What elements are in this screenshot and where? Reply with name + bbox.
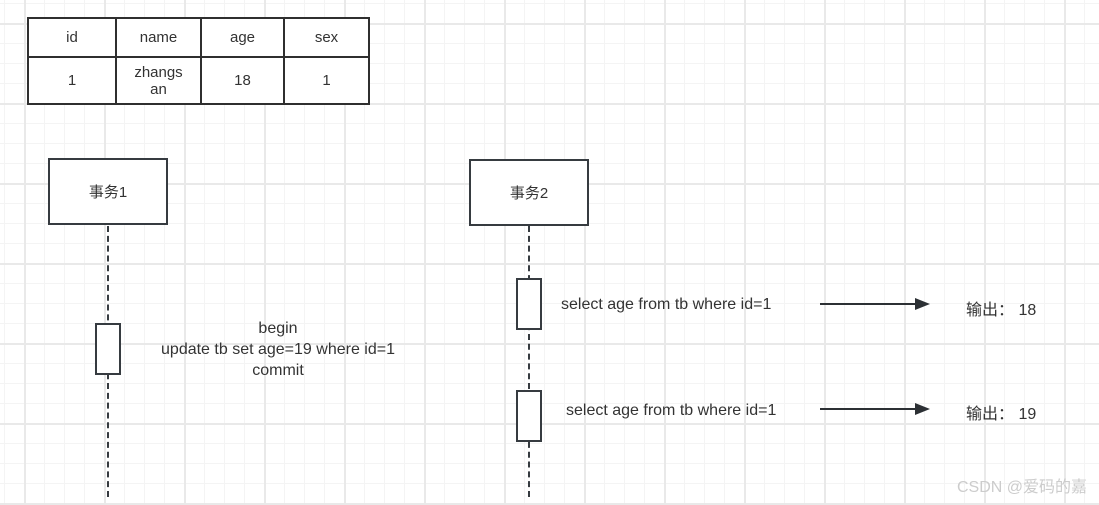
transaction1-activation-bar — [95, 323, 121, 375]
statement-begin: begin — [258, 320, 298, 337]
arrow-head-icon — [915, 298, 930, 310]
output-value-2: 输出： 19 — [966, 406, 1037, 423]
transaction1-statements: begin update tb set age=19 where id=1 co… — [118, 318, 438, 381]
column-header-id: id — [27, 17, 117, 58]
arrow-line-2 — [820, 408, 917, 410]
column-header-age: age — [200, 17, 285, 58]
transaction2-label: 事务2 — [509, 185, 549, 202]
select-query-1: select age from tb where id=1 — [561, 296, 772, 313]
transaction1-box: 事务1 — [48, 158, 168, 225]
statement-update: update tb set age=19 where id=1 — [161, 341, 395, 358]
arrow-line-1 — [820, 303, 917, 305]
statement-commit: commit — [252, 362, 304, 379]
cell-sex: 1 — [283, 56, 370, 105]
transaction2-box: 事务2 — [469, 159, 589, 226]
transaction2-activation-bar-2 — [516, 390, 542, 442]
column-header-sex: sex — [283, 17, 370, 58]
transaction1-label: 事务1 — [88, 184, 128, 201]
transaction2-activation-bar-1 — [516, 278, 542, 330]
cell-name: zhangsan — [115, 56, 202, 105]
cell-name-text: zhangsan — [134, 63, 183, 98]
output-value-1: 输出： 18 — [966, 302, 1037, 319]
table-header-row: id name age sex — [27, 17, 370, 58]
column-header-name: name — [115, 17, 202, 58]
cell-id: 1 — [27, 56, 117, 105]
cell-age: 18 — [200, 56, 285, 105]
select-query-2: select age from tb where id=1 — [566, 402, 777, 419]
transaction2-lifeline — [528, 226, 530, 497]
arrow-head-icon — [915, 403, 930, 415]
csdn-watermark: CSDN @爱码的嘉 — [956, 479, 1087, 496]
table-row: 1 zhangsan 18 1 — [27, 56, 370, 105]
db-sample-table: id name age sex 1 zhangsan 18 1 — [27, 17, 370, 105]
